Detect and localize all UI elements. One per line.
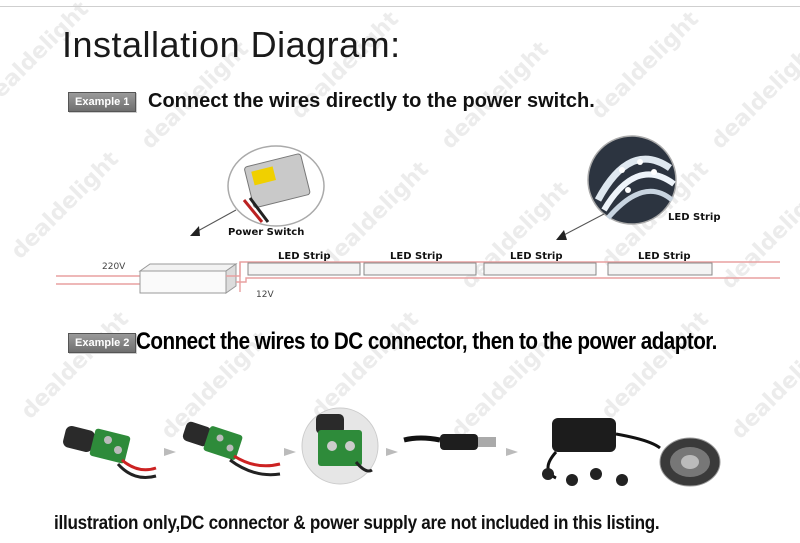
input-voltage-label: 220V (102, 262, 126, 272)
dc-plug-photo (403, 434, 496, 450)
pointer-arrow-icon (190, 226, 200, 236)
led-strip-photo-label: LED Strip (668, 212, 721, 223)
arrow-right-icon (164, 448, 176, 456)
led-strip-label: LED Strip (278, 251, 331, 262)
wiring-diagram (56, 135, 780, 294)
arrow-right-icon (386, 448, 398, 456)
pointer-arrow-icon (556, 230, 567, 240)
led-strip (363, 262, 477, 276)
output-wire (226, 261, 780, 292)
arrow-right-icon (284, 448, 296, 456)
led-strip-label: LED Strip (638, 251, 691, 262)
output-voltage-label: 12V (256, 290, 274, 300)
led-strip-label: LED Strip (510, 251, 563, 262)
connection-sequence (63, 407, 721, 487)
example-1-badge: Example 1 (68, 92, 137, 112)
dc-connector-photo (182, 421, 281, 477)
mains-wire (56, 275, 140, 285)
led-strip (247, 262, 361, 276)
top-divider (0, 6, 800, 7)
arrow-right-icon (506, 448, 518, 456)
led-strip-label: LED Strip (390, 251, 443, 262)
disclaimer-footnote: illustration only,DC connector & power s… (54, 513, 660, 534)
dc-connector-photo (63, 425, 157, 479)
power-adaptor-photo (542, 418, 721, 487)
page-title: Installation Diagram: (62, 24, 401, 65)
example-1-instruction: Connect the wires directly to the power … (148, 90, 595, 112)
led-strip-photo (587, 135, 677, 225)
power-switch-label: Power Switch (228, 227, 305, 238)
led-strip (483, 262, 597, 276)
led-strips (247, 262, 713, 276)
dc-connector-closeup-photo (301, 407, 379, 485)
power-switch-photo (227, 145, 325, 227)
power-switch-box (138, 263, 238, 294)
led-strip (607, 262, 713, 276)
example-2-instruction: Connect the wires to DC connector, then … (136, 328, 717, 355)
example-2-badge: Example 2 (68, 333, 137, 353)
